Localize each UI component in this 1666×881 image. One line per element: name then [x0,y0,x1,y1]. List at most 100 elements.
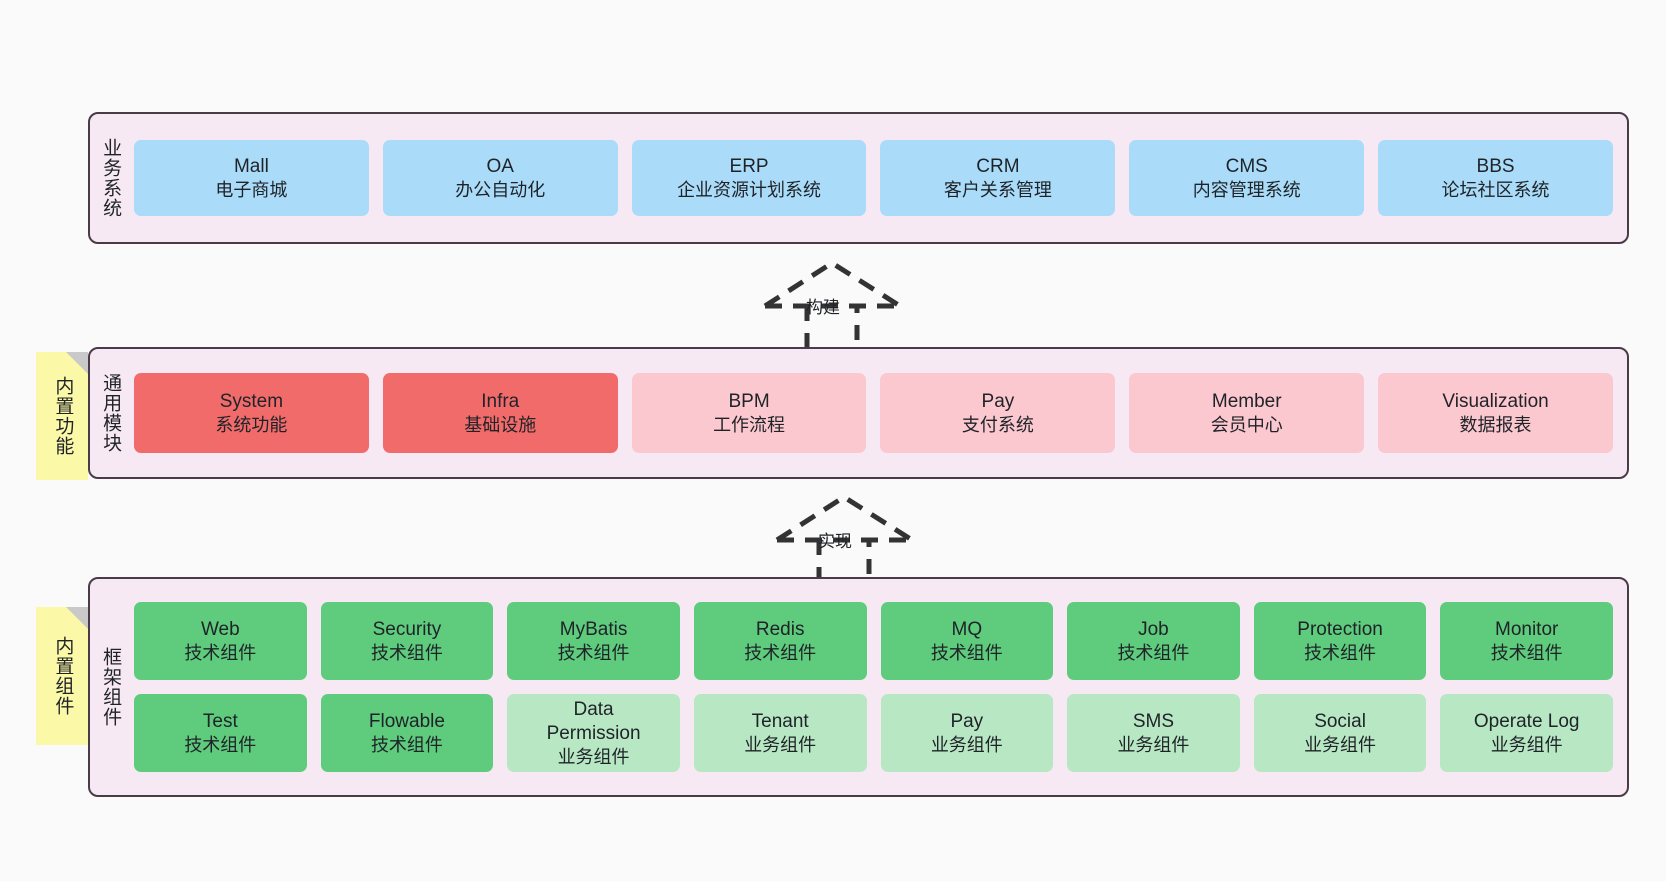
card-title: ERP [729,155,769,177]
sticky-note-label: 内置组件 [52,636,74,716]
card-cms[interactable]: CMS 内容管理系统 [1129,140,1365,216]
card-title: Redis [755,618,805,640]
card-crm[interactable]: CRM 客户关系管理 [880,140,1116,216]
card-title: System [219,390,284,412]
card-bpm[interactable]: BPM 工作流程 [631,373,867,453]
card-sms[interactable]: SMS 业务组件 [1067,694,1240,772]
card-infra[interactable]: Infra 基础设施 [382,373,618,453]
card-subtitle: 会员中心 [1210,414,1283,435]
card-subtitle: 内容管理系统 [1192,179,1301,200]
card-title: Pay [981,390,1015,412]
card-title: Data Permission [546,698,641,744]
card-title: SMS [1132,710,1175,732]
card-title: Tenant [751,710,809,732]
card-row: Mall 电子商城 OA 办公自动化 ERP 企业资源计划系统 CRM 客户关系… [134,140,1613,216]
card-title: Web [200,618,240,640]
card-pay-module[interactable]: Pay 支付系统 [880,373,1116,453]
connector-implement-label: 实现 [818,532,852,551]
card-row-tech: Web 技术组件 Security 技术组件 MyBatis 技术组件 Redi… [134,602,1613,680]
card-mybatis[interactable]: MyBatis 技术组件 [507,602,680,680]
card-title: BBS [1476,155,1515,177]
card-subtitle: 支付系统 [961,414,1034,435]
card-subtitle: 技术组件 [557,642,630,663]
sticky-note-builtin-function: 内置功能 [36,352,88,480]
card-subtitle: 数据报表 [1459,414,1532,435]
card-security[interactable]: Security 技术组件 [320,602,494,680]
card-protection[interactable]: Protection 技术组件 [1253,602,1427,680]
layer-title-common-module: 通用模块 [100,373,122,453]
card-monitor[interactable]: Monitor 技术组件 [1440,602,1613,680]
card-row: System 系统功能 Infra 基础设施 BPM 工作流程 Pay 支付系统… [134,373,1613,453]
layer-title-business-system: 业务系统 [100,138,122,218]
card-visualization[interactable]: Visualization 数据报表 [1378,373,1613,453]
card-title: Security [372,618,442,640]
card-system[interactable]: System 系统功能 [134,373,369,453]
layer-body-framework-component: Web 技术组件 Security 技术组件 MyBatis 技术组件 Redi… [130,579,1627,795]
layer-business-system: 业务系统 Mall 电子商城 OA 办公自动化 ERP 企业资源计划系统 CRM… [88,112,1629,244]
card-subtitle: 业务组件 [1490,734,1563,755]
connector-implement: 实现 [772,492,917,589]
card-title: CMS [1225,155,1268,177]
card-operate-log[interactable]: Operate Log 业务组件 [1440,694,1613,772]
card-subtitle: 业务组件 [1304,734,1377,755]
card-web[interactable]: Web 技术组件 [134,602,307,680]
card-subtitle: 基础设施 [464,414,537,435]
card-mall[interactable]: Mall 电子商城 [134,140,369,216]
sticky-note-label: 内置功能 [52,376,74,456]
card-subtitle: 业务组件 [930,734,1003,755]
layer-body-common-module: System 系统功能 Infra 基础设施 BPM 工作流程 Pay 支付系统… [130,349,1627,477]
card-title: Job [1138,618,1169,640]
card-subtitle: 系统功能 [215,414,288,435]
card-bbs[interactable]: BBS 论坛社区系统 [1378,140,1613,216]
card-oa[interactable]: OA 办公自动化 [382,140,618,216]
card-title: Protection [1297,618,1383,640]
sticky-note-builtin-component: 内置组件 [36,607,88,745]
card-title: BPM [728,390,770,412]
card-subtitle: 论坛社区系统 [1441,179,1550,200]
card-pay-component[interactable]: Pay 业务组件 [880,694,1054,772]
card-title: Test [202,710,238,732]
card-subtitle: 技术组件 [184,734,257,755]
card-title: Flowable [368,710,445,732]
card-test[interactable]: Test 技术组件 [134,694,307,772]
connector-build-label: 构建 [806,298,840,317]
layer-title-framework-component: 框架组件 [100,647,122,727]
card-subtitle: 技术组件 [1490,642,1563,663]
card-tenant[interactable]: Tenant 业务组件 [693,694,867,772]
card-subtitle: 办公自动化 [455,179,546,200]
card-title: Mall [233,155,269,177]
folded-corner-icon [66,607,88,629]
card-title: Member [1211,390,1282,412]
card-subtitle: 工作流程 [713,414,786,435]
card-title: CRM [976,155,1020,177]
build-arrow-icon [763,260,902,355]
card-data-permission[interactable]: Data Permission 业务组件 [507,694,680,772]
card-member[interactable]: Member 会员中心 [1129,373,1365,453]
card-subtitle: 业务组件 [557,746,630,767]
card-title: Pay [950,710,984,732]
card-mq[interactable]: MQ 技术组件 [880,602,1054,680]
card-subtitle: 技术组件 [1304,642,1377,663]
card-title: OA [486,155,514,177]
card-subtitle: 企业资源计划系统 [677,179,822,200]
card-subtitle: 技术组件 [1117,642,1190,663]
connector-build: 构建 [760,258,905,355]
card-subtitle: 技术组件 [744,642,817,663]
card-subtitle: 电子商城 [215,179,288,200]
card-subtitle: 技术组件 [370,642,443,663]
card-subtitle: 技术组件 [930,642,1003,663]
card-redis[interactable]: Redis 技术组件 [693,602,867,680]
card-title: MyBatis [559,618,628,640]
card-title: Monitor [1495,618,1559,640]
card-job[interactable]: Job 技术组件 [1067,602,1240,680]
card-flowable[interactable]: Flowable 技术组件 [320,694,494,772]
card-title: Social [1314,710,1366,732]
card-title: Operate Log [1473,710,1580,732]
card-subtitle: 业务组件 [1117,734,1190,755]
layer-body-business-system: Mall 电子商城 OA 办公自动化 ERP 企业资源计划系统 CRM 客户关系… [130,114,1627,242]
card-erp[interactable]: ERP 企业资源计划系统 [631,140,867,216]
layer-framework-component: 框架组件 Web 技术组件 Security 技术组件 MyBatis 技术组件… [88,577,1629,797]
card-subtitle: 技术组件 [370,734,443,755]
card-social[interactable]: Social 业务组件 [1253,694,1427,772]
